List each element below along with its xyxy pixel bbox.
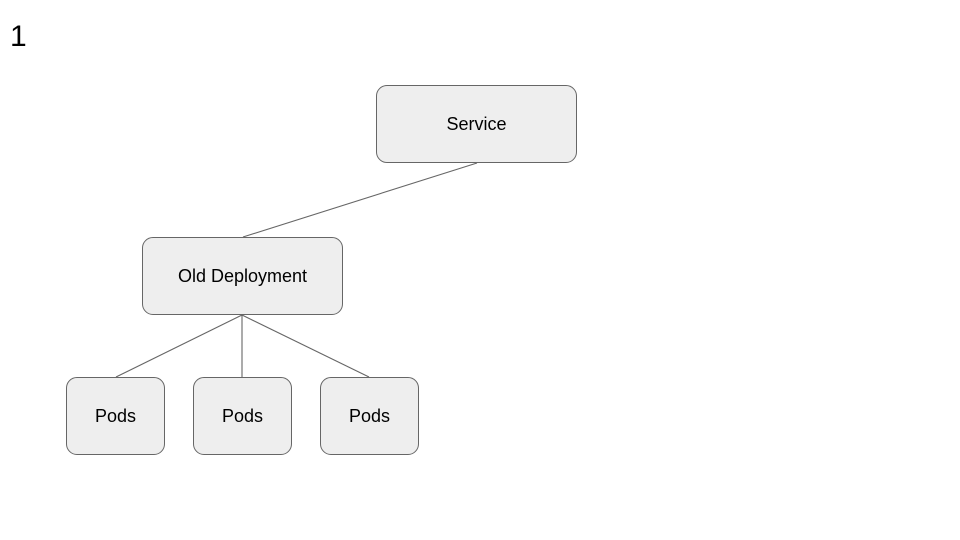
node-old-deployment-label: Old Deployment: [177, 265, 308, 286]
node-pods-1-label: Pods: [94, 405, 137, 426]
slide-number: 1: [10, 20, 27, 53]
edge-service-to-old-deployment: [242, 162, 478, 238]
node-old-deployment[interactable]: Old Deployment: [142, 237, 343, 315]
node-pods-2[interactable]: Pods: [193, 377, 292, 455]
node-pods-1[interactable]: Pods: [66, 377, 165, 455]
node-service[interactable]: Service: [376, 85, 577, 163]
node-service-label: Service: [446, 113, 507, 134]
edge-old-deployment-to-pods-1: [115, 314, 243, 378]
node-pods-3[interactable]: Pods: [320, 377, 419, 455]
node-pods-3-label: Pods: [348, 405, 391, 426]
edge-old-deployment-to-pods-3: [241, 314, 370, 378]
node-pods-2-label: Pods: [221, 405, 264, 426]
